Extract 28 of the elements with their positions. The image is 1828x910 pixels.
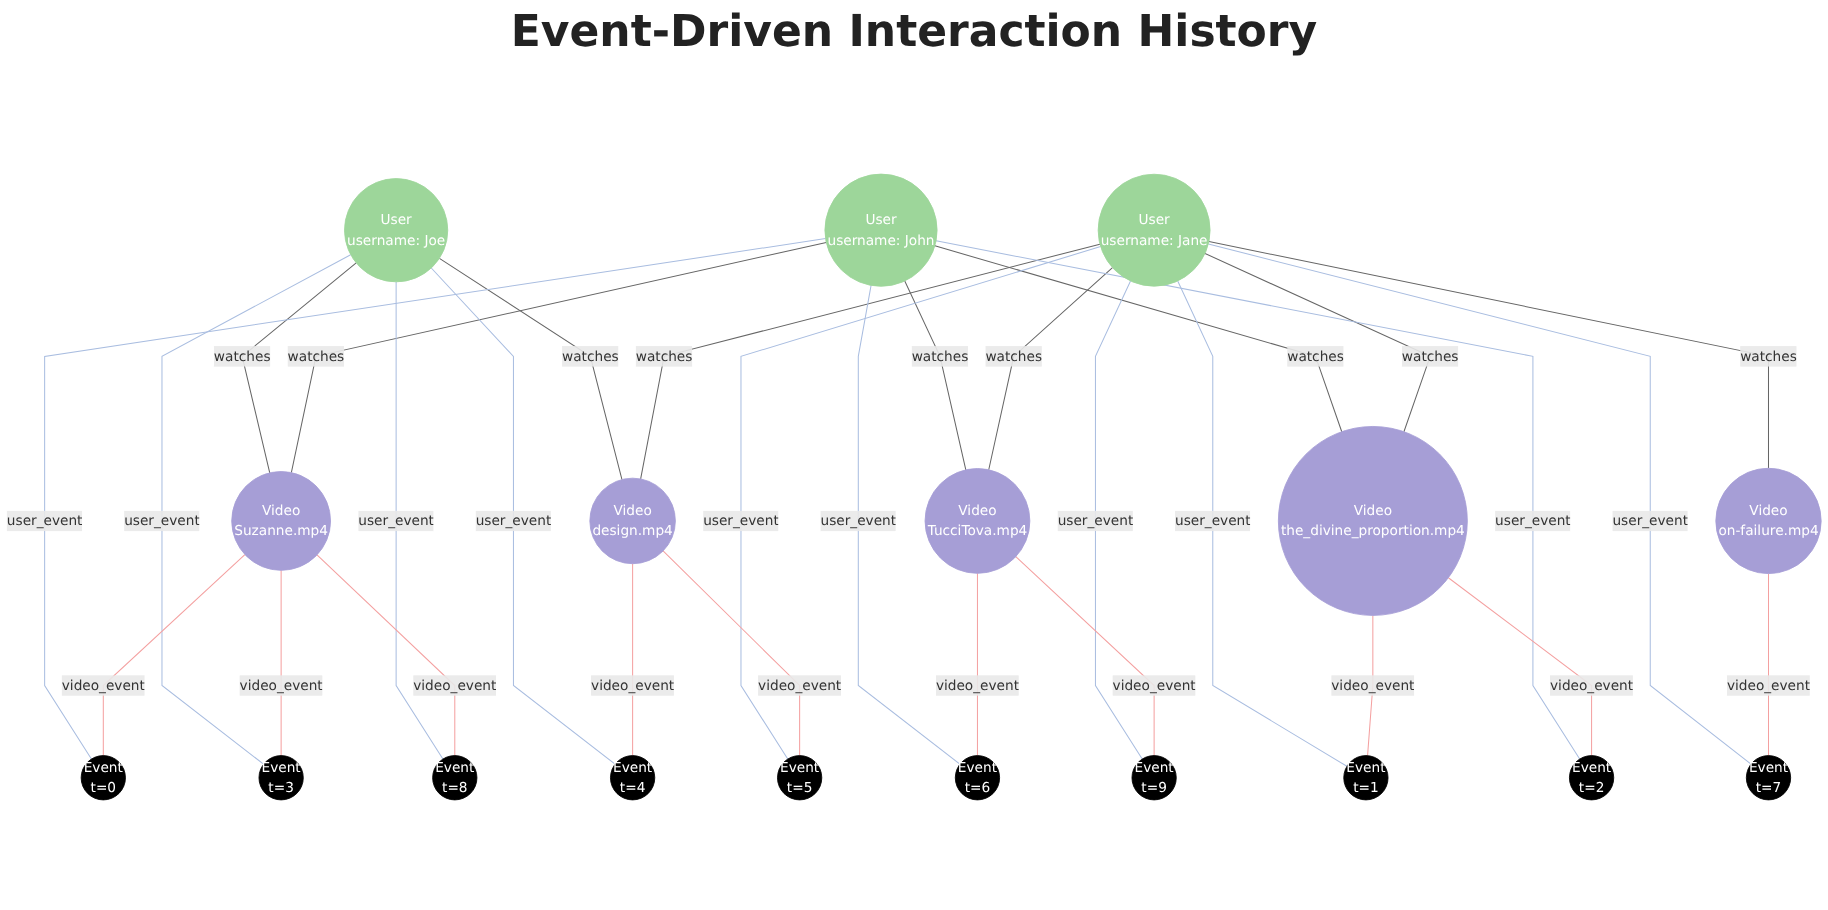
connector	[1015, 556, 1155, 757]
connector	[1447, 577, 1593, 757]
connector	[1177, 280, 1348, 767]
connector	[1208, 240, 1769, 469]
connector	[102, 554, 246, 757]
connector	[316, 554, 456, 757]
connector	[988, 267, 1113, 471]
connector	[632, 563, 634, 757]
diagram-title: Event-Driven Interaction History	[508, 8, 1320, 58]
connector	[44, 238, 827, 760]
connector	[395, 281, 444, 760]
connector	[740, 246, 1102, 760]
connector	[904, 280, 967, 471]
connector	[161, 254, 352, 765]
connector	[857, 284, 961, 765]
connector	[662, 550, 801, 757]
connector	[290, 241, 827, 474]
connector	[1767, 573, 1769, 757]
connector	[430, 267, 616, 765]
connector	[1094, 280, 1143, 760]
connector	[640, 243, 1101, 480]
connector	[1204, 252, 1431, 433]
connector	[934, 245, 1343, 433]
connector	[438, 257, 623, 481]
connector	[241, 262, 357, 474]
connector	[976, 572, 978, 757]
connector	[1207, 243, 1752, 765]
connector	[280, 569, 282, 757]
